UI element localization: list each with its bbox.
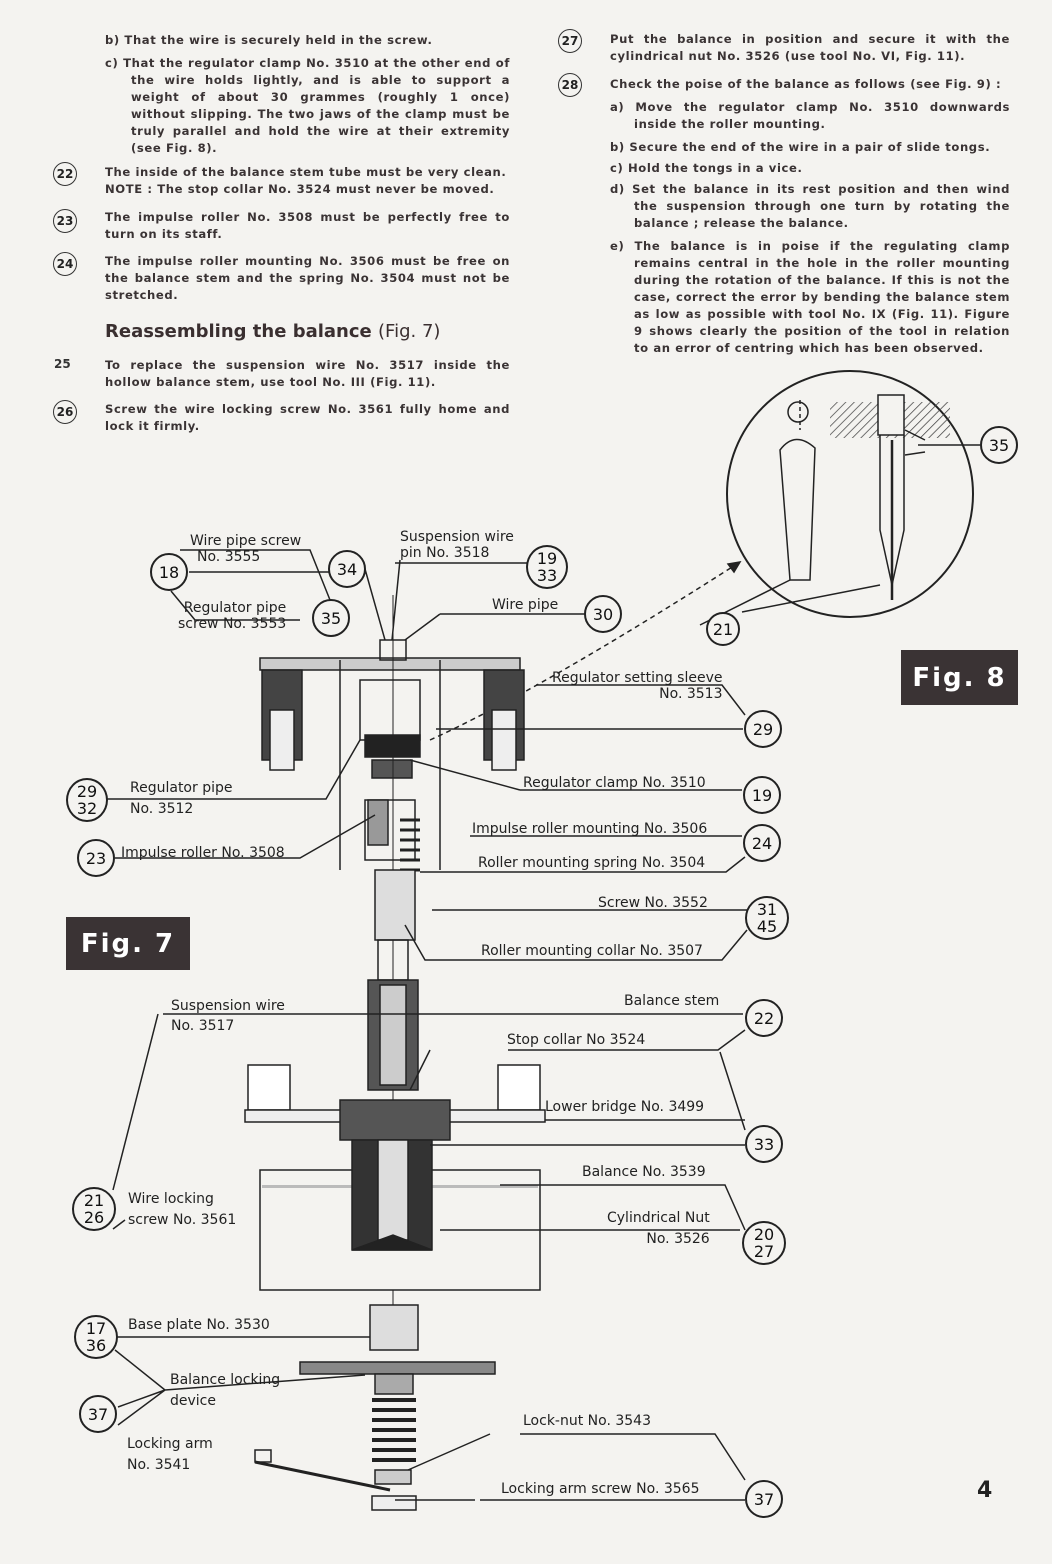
label-roller-mounting-spring: Roller mounting spring No. 3504 [478, 855, 706, 871]
callout: 22 [745, 999, 783, 1037]
figure-label-fig7: Fig. 7 [66, 917, 190, 970]
item-text: Screw the wire locking screw No. 3561 fu… [105, 402, 510, 433]
callout: 29 [744, 710, 782, 748]
poise-step: d) Set the balance in its rest position … [610, 182, 1010, 230]
callout: 23 [77, 839, 115, 877]
label-base-plate: Base plate No. 3530 [128, 1317, 270, 1333]
item-text: Put the balance in position and secure i… [610, 32, 1010, 63]
label-locking-arm-screw: Locking arm screw No. 3565 [501, 1481, 700, 1497]
item-number: 22 [53, 162, 77, 186]
callout: 35 [312, 599, 350, 637]
callout: 33 [745, 1125, 783, 1163]
poise-step: a) Move the regulator clamp No. 3510 dow… [610, 100, 1010, 131]
item-number: 24 [53, 252, 77, 276]
label-stop-collar: Stop collar No 3524 [507, 1032, 646, 1048]
item-text: The impulse roller No. 3508 must be perf… [105, 210, 510, 241]
fig8-magnifier [726, 370, 974, 618]
label-balance-stem: Balance stem [624, 993, 720, 1009]
item-number: 25 [54, 357, 71, 371]
callout: 21 [706, 612, 740, 646]
label-balance: Balance No. 3539 [582, 1164, 706, 1180]
callout: 35 [980, 426, 1018, 464]
callout: 30 [584, 595, 622, 633]
poise-step: c) Hold the tongs in a vice. [610, 161, 803, 175]
callout: 37 [79, 1395, 117, 1433]
page-number: 4 [977, 1478, 993, 1503]
callout: 18 [150, 553, 188, 591]
callout: 37 [745, 1480, 783, 1518]
label-screw: Screw No. 3552 [598, 895, 708, 911]
label-regulator-clamp: Regulator clamp No. 3510 [523, 775, 706, 791]
item-text: Check the poise of the balance as follow… [610, 77, 1002, 91]
step-b: b) That the wire is securely held in the… [105, 33, 433, 47]
item-number: 23 [53, 209, 77, 233]
label-lock-nut: Lock-nut No. 3543 [523, 1413, 651, 1429]
section-heading: Reassembling the balance (Fig. 7) [105, 321, 441, 342]
item-text: The inside of the balance stem tube must… [105, 165, 507, 179]
note-text: NOTE : The stop collar No. 3524 must nev… [105, 182, 495, 196]
callout: 19 [743, 776, 781, 814]
callout: 24 [743, 824, 781, 862]
label-impulse-roller-mounting: Impulse roller mounting No. 3506 [472, 821, 708, 837]
label-lower-bridge: Lower bridge No. 3499 [545, 1099, 705, 1115]
item-number: 28 [558, 73, 582, 97]
item-text: The impulse roller mounting No. 3506 mus… [105, 254, 510, 302]
label-wire-pipe: Wire pipe [492, 597, 559, 613]
item-number: 27 [558, 29, 582, 53]
leader-lines [106, 549, 748, 1501]
label-roller-mounting-collar: Roller mounting collar No. 3507 [481, 943, 703, 959]
label-impulse-roller: Impulse roller No. 3508 [121, 845, 285, 861]
step-c: c) That the regulator clamp No. 3510 at … [105, 56, 510, 155]
callout: 34 [328, 550, 366, 588]
poise-step: e) The balance is in poise if the regula… [610, 239, 1010, 355]
item-number: 26 [53, 400, 77, 424]
item-text: To replace the suspension wire No. 3517 … [105, 358, 510, 389]
poise-step: b) Secure the end of the wire in a pair … [610, 140, 991, 154]
figure-label-fig8: Fig. 8 [901, 650, 1018, 705]
